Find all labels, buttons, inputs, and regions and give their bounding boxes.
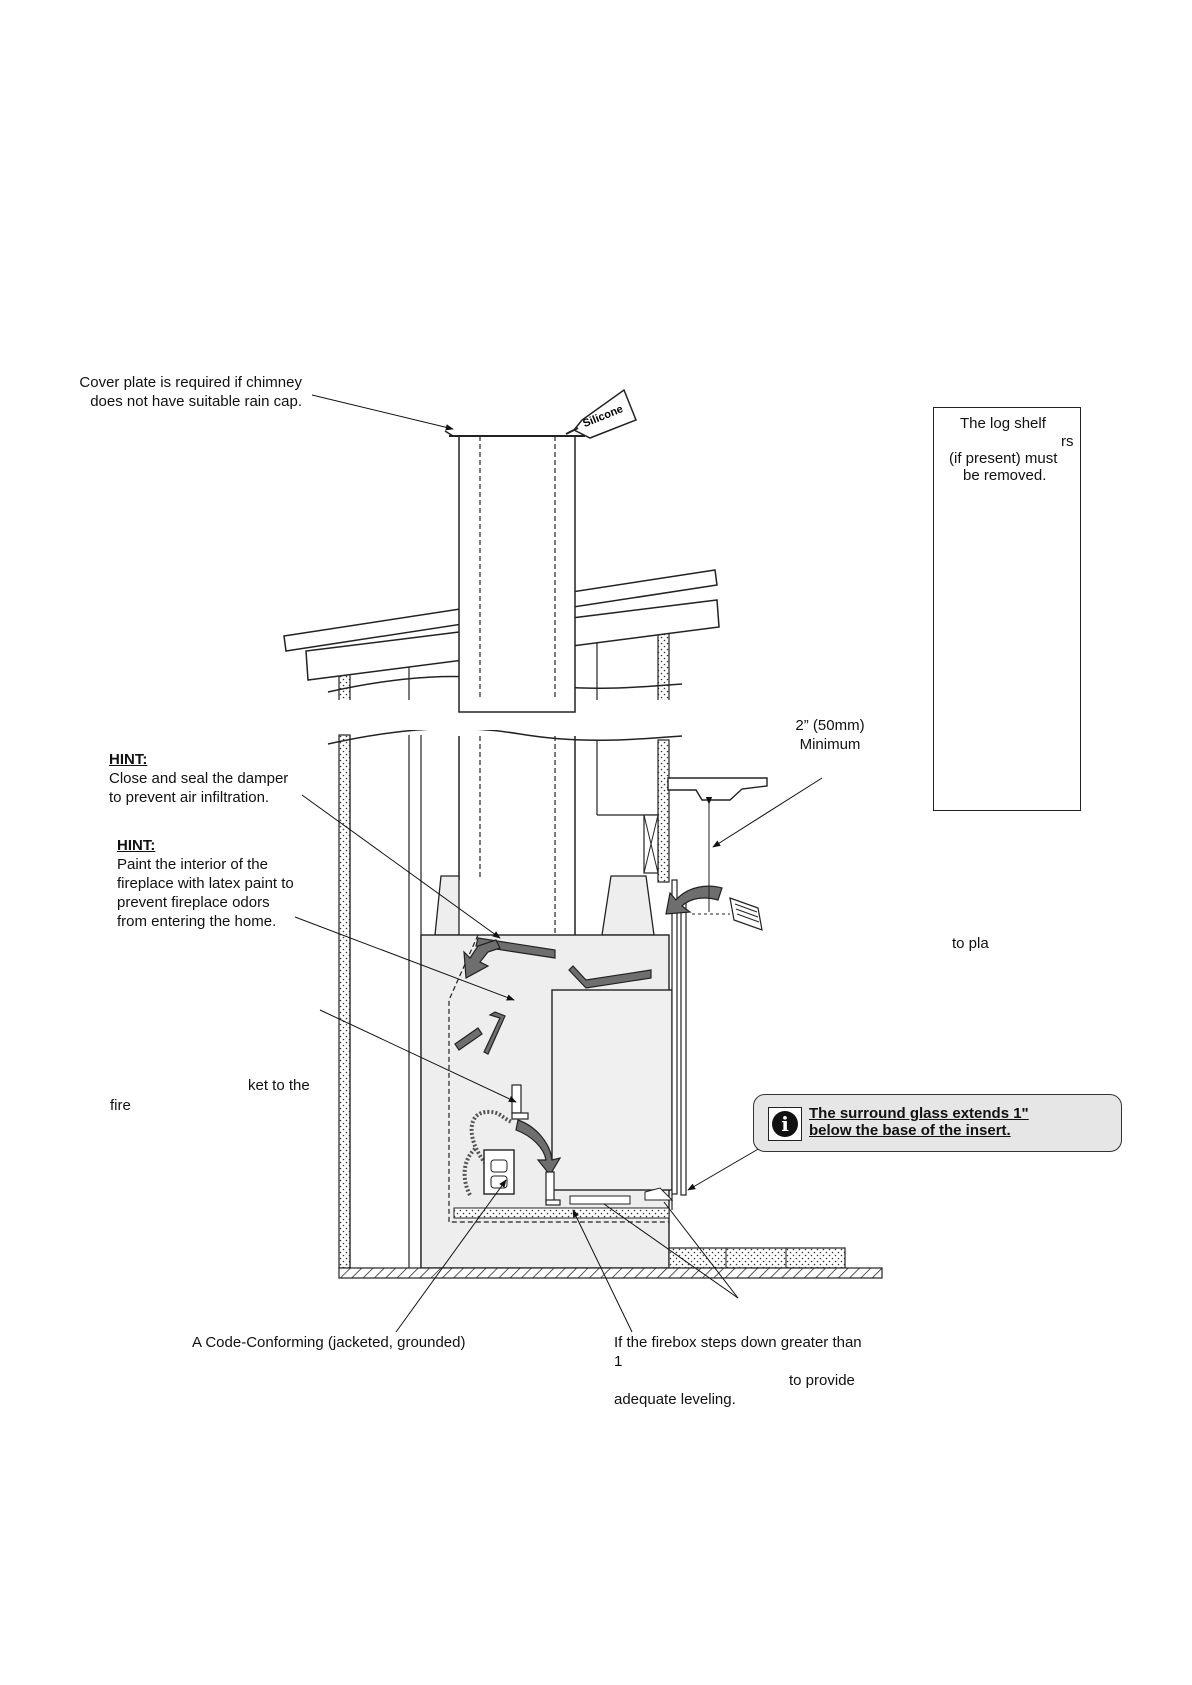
hearth	[668, 1247, 846, 1269]
info-icon: i	[768, 1107, 802, 1141]
damper-arrow	[463, 939, 501, 979]
clearance-dimension	[692, 796, 730, 915]
left-wall	[338, 665, 422, 1269]
bracket-arrow	[515, 1119, 562, 1177]
log-shelf-line2: rs	[1061, 433, 1074, 450]
silicone-tube: Silicone	[565, 388, 637, 439]
log-shelf-line1: The log shelf	[960, 415, 1046, 432]
hint-paint: HINT: Paint the interior of the fireplac…	[117, 837, 294, 930]
partial-text-to-pla: to pla	[952, 935, 989, 952]
log-shelf-line3: (if present) must	[949, 450, 1058, 467]
cover-plate-note: Cover plate is required if chimney does …	[79, 374, 302, 410]
firebox-note: If the firebox steps down greater than 1…	[614, 1334, 862, 1408]
vent-grille-icon	[729, 897, 763, 931]
hint-paint-title: HINT:	[117, 837, 156, 854]
hint-damper-title: HINT:	[109, 751, 148, 768]
leader-lines	[294, 394, 823, 1333]
log-shelf-line4: be removed.	[963, 467, 1047, 484]
floor	[338, 1267, 883, 1279]
clearance-label: 2” (50mm) Minimum	[795, 717, 865, 753]
partial-text-bracket: ket to the	[248, 1077, 310, 1094]
chimney-liner	[444, 430, 590, 935]
log-shelf-box: The log shelf rs (if present) must be re…	[933, 407, 1081, 811]
hint-damper: HINT: Close and seal the damper to preve…	[109, 751, 289, 806]
mantel	[643, 777, 768, 874]
surround-glass-note-text: The surround glass extends 1" below the …	[809, 1105, 1029, 1139]
surround-glass-note: i The surround glass extends 1" below th…	[753, 1094, 1122, 1152]
partial-text-fire: fire	[110, 1097, 131, 1114]
outlet-note: A Code-Conforming (jacketed, grounded)	[192, 1334, 466, 1351]
fireplace-insert	[551, 879, 687, 1210]
vent-arrow	[665, 885, 723, 915]
break-line-bottom	[327, 727, 683, 745]
